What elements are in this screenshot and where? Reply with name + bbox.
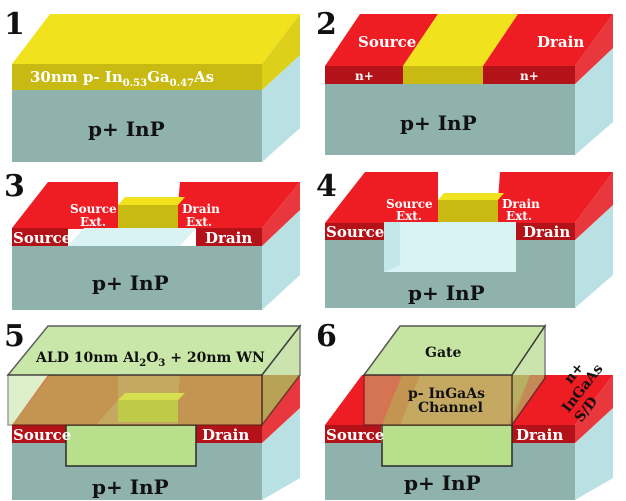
panel-4-source-ext-label-2: Ext. (396, 209, 422, 223)
panel-1-number: 1 (4, 7, 25, 42)
panel-4-drain-ext-label-1: Drain (502, 197, 540, 211)
panel-6-channel-label-1: p- InGaAs (408, 386, 485, 402)
panel-4-substrate-side (575, 205, 613, 308)
panel-5-drain-side (262, 375, 300, 443)
panel-1-substrate-label: p+ InP (88, 117, 165, 141)
panel-4-drain-ext-front (498, 200, 548, 222)
panel-6-source-front (325, 425, 381, 443)
panel-2-nplus-left: n+ (355, 69, 374, 83)
panel-2-substrate-side (575, 48, 613, 155)
panel-6-gate-stem (381, 424, 513, 467)
panel-6-substrate-label: p+ InP (404, 471, 481, 495)
panel-2-source-label: Source (358, 33, 416, 51)
panel-3-source-ext-label-1: Source (70, 202, 117, 216)
panel-2-substrate-label: p+ InP (400, 111, 477, 135)
panel-2-drain-side (575, 14, 613, 84)
panel-4-drain-label: Drain (523, 223, 570, 241)
panel-3-substrate-side (262, 210, 300, 310)
panel-6-drain-front (512, 425, 575, 443)
panel-4-source-front (325, 223, 384, 240)
panel-3-source-front (12, 228, 68, 246)
panel-5-source-label: Source (13, 426, 71, 444)
panel-3-substrate-label: p+ InP (92, 271, 169, 295)
panel-6-source-label: Source (326, 426, 384, 444)
panel-3-drain-ext-label-1: Drain (182, 202, 220, 216)
panel-3-drain-ext-label-2: Ext. (186, 215, 212, 229)
panel-1-substrate-side (262, 55, 300, 162)
panel-4: 4 Source Ext. Drain Ext. Source Drain p+… (316, 169, 613, 308)
panel-1-channel-front (12, 64, 262, 90)
panel-2-source-front (325, 66, 403, 84)
panel-2-drain-label: Drain (537, 33, 584, 51)
panel-3-cavity (68, 228, 196, 246)
panel-6-channel-label-2: Channel (418, 400, 483, 416)
panel-5-substrate-side (262, 408, 300, 500)
panel-5: 5 ALD 10nm Al2O3 + 20nm WN Source Drain … (4, 319, 302, 500)
panel-6: 6 Gate p- InGaAs Channel n+ InGaAs S/D S… (316, 319, 613, 500)
panel-3-drain-side (262, 182, 300, 246)
panel-2-drain-front (483, 66, 575, 84)
panel-4-number: 4 (316, 169, 337, 204)
panel-6-gate-label: Gate (425, 345, 461, 361)
panel-5-deposition-side (261, 323, 301, 428)
panel-5-channel-front (118, 400, 178, 422)
panel-3-drain-ext-front (178, 205, 226, 229)
panel-4-drain-side (575, 172, 613, 240)
panel-2-substrate-front (325, 84, 575, 155)
panel-6-gate-front (363, 374, 513, 426)
panel-4-channel-front (438, 200, 498, 222)
panel-1: 1 30nm p- In0.53Ga0.47As p+ InP (4, 7, 300, 162)
panel-3-drain-front (196, 228, 262, 246)
panel-3-source-ext-front (68, 205, 118, 229)
panel-5-drain-label: Drain (202, 426, 249, 444)
panel-4-source-label: Source (326, 223, 384, 241)
panel-6-substrate-side (575, 408, 613, 500)
panel-3-source-ext-label-2: Ext. (80, 215, 106, 229)
panel-2-drain-top (483, 14, 613, 66)
panel-1-channel-top (12, 14, 300, 64)
panel-5-gate-fill (65, 424, 197, 467)
panel-4-drain-front (516, 223, 575, 240)
panel-3-channel-front (118, 205, 178, 229)
panel-3-channel-top (118, 197, 185, 205)
panel-1-channel-label: 30nm p- In0.53Ga0.47As (30, 68, 214, 89)
panel-5-drain-front (196, 425, 262, 443)
panel-3-source-label: Source (13, 229, 71, 247)
panel-6-drain-side (575, 375, 613, 443)
panel-2-source-top (325, 14, 438, 66)
panel-5-substrate-label: p+ InP (92, 475, 169, 499)
panel-2-channel-front (403, 66, 483, 84)
panel-2: 2 Source Drain n+ n+ p+ InP (316, 7, 613, 155)
panel-4-cavity-back (384, 222, 400, 272)
panel-6-oxide-overlap (382, 375, 530, 425)
panel-5-source-front (12, 425, 68, 443)
panel-4-drain-ext-label-2: Ext. (506, 209, 532, 223)
panel-1-substrate-front (12, 90, 262, 162)
panel-5-number: 5 (4, 319, 25, 354)
panel-4-source-ext-label-1: Source (386, 197, 433, 211)
panel-3: 3 Source Ext. Drain Ext. Source Drain p+… (4, 169, 300, 310)
panel-1-channel-side (262, 14, 300, 90)
panel-5-deposition-label: ALD 10nm Al2O3 + 20nm WN (35, 350, 265, 369)
panel-3-drain-label: Drain (205, 229, 252, 247)
panel-6-drain-label: Drain (516, 426, 563, 444)
panel-3-number: 3 (4, 169, 25, 204)
panel-4-source-ext-front (384, 200, 438, 222)
panel-6-number: 6 (316, 319, 337, 354)
panel-2-nplus-right: n+ (520, 69, 539, 83)
panel-6-gate-side (511, 323, 546, 428)
panel-4-channel-top (438, 193, 504, 200)
panel-2-channel-top (403, 14, 518, 66)
panel-4-substrate-label: p+ InP (408, 281, 485, 305)
panel-5-deposition-front (7, 374, 263, 426)
panel-5-channel-top (118, 393, 185, 400)
panel-3-substrate-front (12, 246, 262, 310)
panel-2-number: 2 (316, 7, 337, 42)
panel-4-cavity (384, 222, 516, 272)
